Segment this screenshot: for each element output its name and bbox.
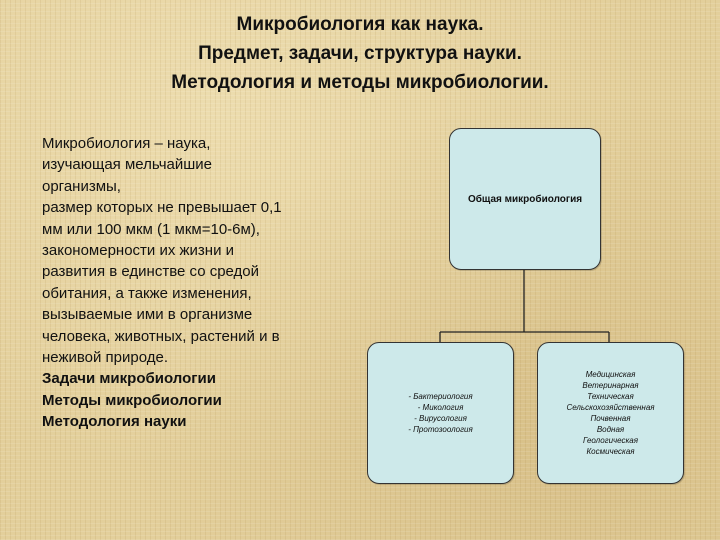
definition-line: обитания, а также изменения, — [42, 284, 252, 302]
branch-item: Почвенная — [590, 414, 631, 423]
branch-item: Космическая — [586, 447, 635, 456]
definition-line: изучающая мельчайшие — [42, 156, 212, 174]
title-line-2: Предмет, задачи, структура науки. — [198, 43, 522, 64]
title-line-3: Методология и методы микробиологии. — [171, 72, 549, 93]
branch-item: - Вирусология — [414, 414, 467, 423]
branch-item: Техническая — [587, 392, 634, 401]
branch-item: Медицинская — [585, 370, 636, 379]
title-line-1: Микробиология как наука. — [236, 14, 484, 35]
definition-line: неживой природе. — [42, 349, 169, 367]
slide-title: Микробиология как наука. Предмет, задачи… — [60, 10, 660, 97]
general-microbiology-label: Общая микробиология — [467, 193, 583, 205]
tasks-heading: Задачи микробиологии — [42, 370, 216, 388]
definition-line: Микробиология – наука, — [42, 135, 211, 152]
branch-item: Водная — [596, 425, 625, 434]
branch-item: Ветеринарная — [582, 381, 639, 390]
definition-line: развития в единстве со средой — [42, 263, 260, 281]
methods-heading: Методы микробиологии — [42, 391, 222, 409]
definition-line: человека, животных, растений и в — [42, 327, 280, 345]
definition-line: размер которых не превышает 0,1 — [42, 199, 282, 217]
definition-line: организмы, — [42, 177, 121, 195]
branch-item: - Микология — [417, 403, 464, 412]
definition-text: Микробиология – наука, изучающая мельчай… — [42, 133, 342, 433]
applied-branches-node: Медицинская Ветеринарная Техническая Сел… — [537, 342, 684, 484]
branch-item: Геологическая — [582, 436, 639, 445]
definition-line: мм или 100 мкм (1 мкм=10-6м), — [42, 220, 260, 238]
branch-item: Сельскохозяйственная — [566, 403, 655, 412]
general-microbiology-node: Общая микробиология — [449, 128, 601, 270]
branch-item: - Бактериология — [408, 392, 473, 401]
taxonomic-branches-node: - Бактериология - Микология - Вирусологи… — [367, 342, 514, 484]
definition-line: вызываемые ими в организме — [42, 306, 253, 324]
branch-item: - Протозоология — [408, 425, 473, 434]
definition-line: закономерности их жизни и — [42, 242, 235, 260]
methodology-heading: Методология науки — [42, 413, 187, 431]
